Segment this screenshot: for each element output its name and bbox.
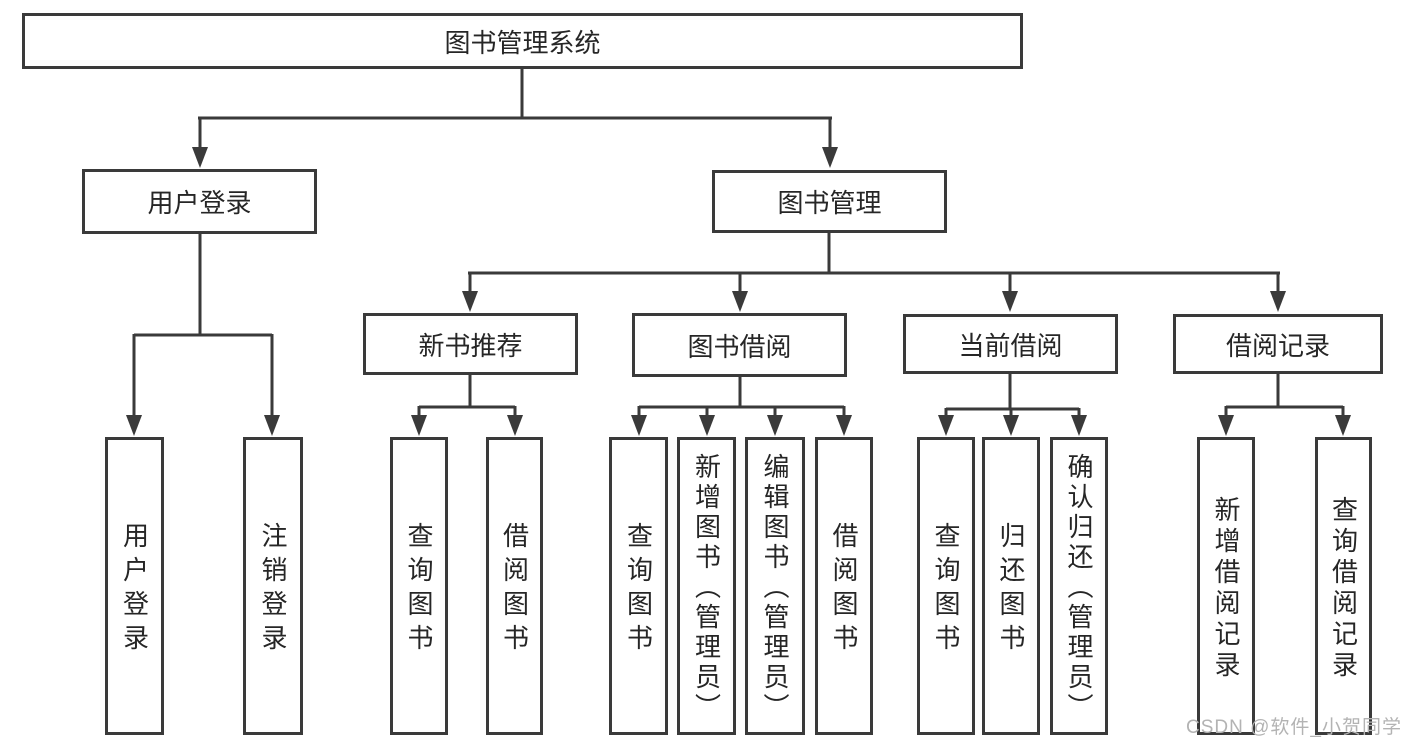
leaf-label: 新增图书（管理员） [691, 453, 722, 723]
leaf-label: 借阅图书 [499, 522, 530, 658]
connector-book-borrowing [637, 377, 846, 418]
leaf-label: 借阅图书 [829, 522, 859, 658]
node-root: 图书管理系统 [22, 13, 1023, 69]
arrowhead [1002, 291, 1018, 312]
connector-borrow-records [1224, 374, 1345, 418]
node-book-management: 图书管理 [712, 170, 947, 233]
leaf-logout: 注销登录 [243, 437, 303, 735]
connector-book-mgmt-to-level2 [468, 233, 1280, 293]
watermark: CSDN @软件_小贺同学 [1186, 717, 1402, 738]
connector-user-login-to-leaves [132, 234, 274, 417]
leaf-bb-borrow-books: 借阅图书 [815, 437, 873, 735]
node-borrow-records: 借阅记录 [1173, 314, 1383, 374]
node-current-borrowing: 当前借阅 [903, 314, 1118, 374]
leaf-label: 归还图书 [996, 522, 1026, 658]
leaf-rec-query-books: 查询图书 [390, 437, 448, 735]
connector-root-to-level1 [198, 68, 832, 150]
arrowhead [1003, 415, 1019, 436]
leaf-bb-query-books: 查询图书 [609, 437, 668, 735]
leaf-cb-return-books: 归还图书 [982, 437, 1040, 735]
arrowhead [732, 291, 748, 312]
leaf-user-login: 用户登录 [105, 437, 164, 735]
connector-new-book-recommend [417, 375, 517, 418]
leaf-label: 编辑图书（管理员） [760, 453, 790, 723]
leaf-br-add-record: 新增借阅记录 [1197, 437, 1255, 735]
arrowhead [1335, 415, 1351, 436]
leaf-label: 新增借阅记录 [1211, 495, 1241, 682]
arrowhead [411, 415, 427, 436]
leaf-label: 查询图书 [623, 522, 654, 658]
arrowhead [836, 415, 852, 436]
leaf-label: 查询图书 [931, 522, 961, 658]
arrowhead [507, 415, 523, 436]
leaf-cb-query-books: 查询图书 [917, 437, 975, 735]
arrowhead [264, 415, 280, 436]
leaf-bb-edit-books: 编辑图书（管理员） [745, 437, 805, 735]
arrowhead [767, 415, 783, 436]
arrowhead [126, 415, 142, 436]
node-book-borrowing: 图书借阅 [632, 313, 847, 377]
leaf-rec-borrow-books: 借阅图书 [486, 437, 543, 735]
leaf-label: 查询图书 [404, 522, 434, 658]
arrowhead [822, 147, 838, 168]
arrowhead [631, 415, 647, 436]
leaf-label: 确认归还（管理员） [1064, 453, 1094, 723]
leaf-label: 注销登录 [258, 522, 288, 658]
leaf-label: 用户登录 [119, 522, 150, 658]
leaf-br-query-record: 查询借阅记录 [1315, 437, 1372, 735]
arrowhead [699, 415, 715, 436]
connector-current-borrowing [944, 374, 1081, 418]
leaf-bb-add-books: 新增图书（管理员） [677, 437, 736, 735]
leaf-label: 查询借阅记录 [1328, 495, 1359, 682]
leaf-cb-confirm-return: 确认归还（管理员） [1050, 437, 1108, 735]
arrowhead [1218, 415, 1234, 436]
arrowhead [1270, 291, 1286, 312]
arrowhead [938, 415, 954, 436]
arrowhead [192, 147, 208, 168]
connector-lines [132, 68, 1345, 418]
node-user-login: 用户登录 [82, 169, 317, 234]
arrowhead [1071, 415, 1087, 436]
node-new-book-recommend: 新书推荐 [363, 313, 578, 375]
arrowhead [462, 291, 478, 312]
arrowheads [126, 147, 1351, 436]
